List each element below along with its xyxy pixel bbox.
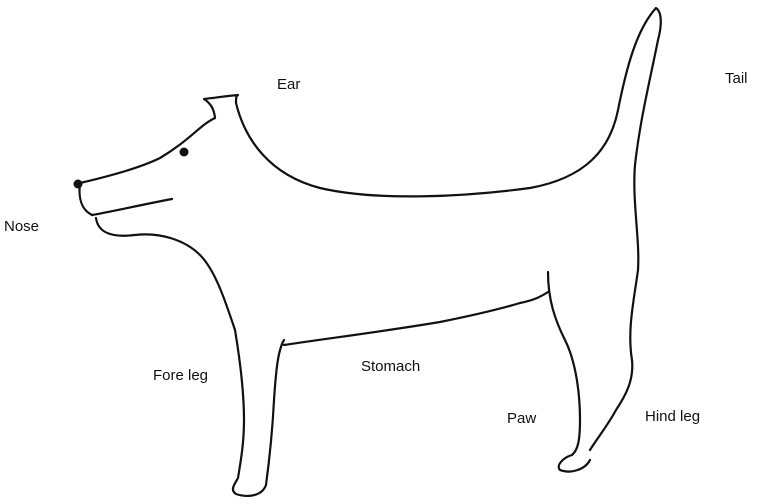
label-nose: Nose <box>4 218 39 236</box>
label-paw: Paw <box>507 410 536 428</box>
dog-head-top <box>80 118 216 215</box>
label-tail: Tail <box>725 70 748 88</box>
label-hind-leg: Hind leg <box>645 408 700 426</box>
dog-eye <box>180 148 189 157</box>
dog-mouth <box>92 199 172 215</box>
dog-hind-leg-front <box>548 272 590 472</box>
label-ear: Ear <box>277 76 300 94</box>
label-stomach: Stomach <box>361 358 420 376</box>
dog-ear <box>204 95 238 118</box>
dog-jaw <box>96 218 235 330</box>
label-fore-leg: Fore leg <box>153 367 208 385</box>
dog-nose <box>74 180 83 189</box>
dog-back-line <box>236 8 661 450</box>
dog-fore-leg-front <box>233 330 284 496</box>
dog-stomach <box>284 292 548 345</box>
